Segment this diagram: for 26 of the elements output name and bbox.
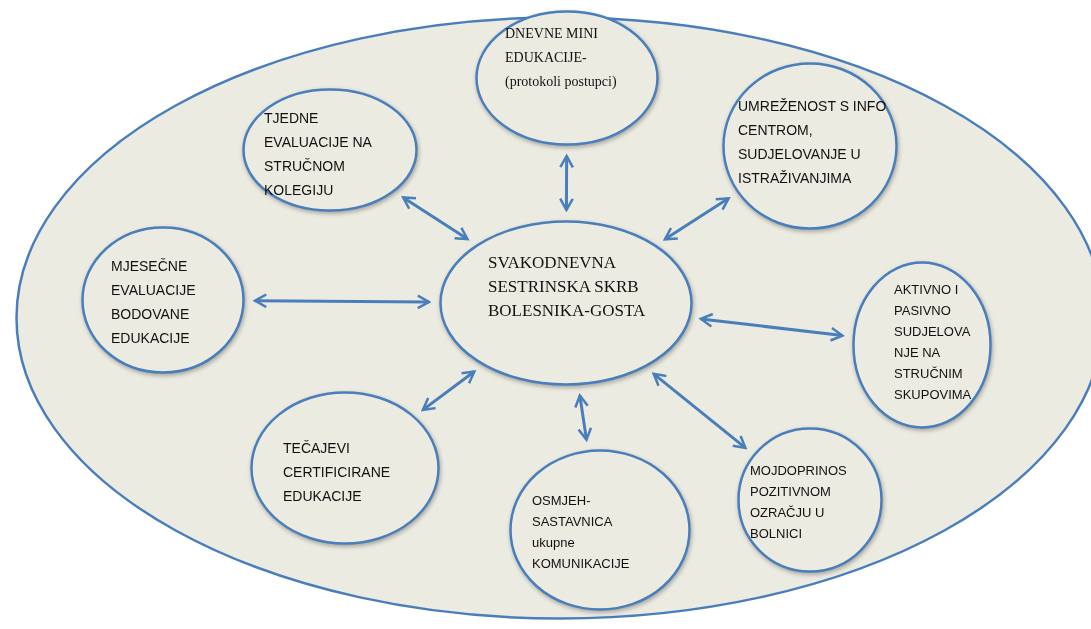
node-label: TEČAJEVI CERTIFICIRANE EDUKACIJE [283,439,392,506]
double-arrow [699,312,844,342]
double-arrow [421,370,476,412]
ellipse-node [439,220,693,386]
node-label: OSMJEH- SASTAVNICA ukupne KOMUNIKACIJE [532,492,631,573]
double-arrow [253,293,431,310]
node-label: AKTIVNO I PASIVNO SUDJELOVA NJE NA STRUČNIM SKUPOVIMA [894,281,973,404]
node-label: MJESEČNE EVALUACIJE BODOVANE EDUKACIJE [111,257,197,348]
node-label: SVAKODNEVNA SESTRINSKA SKRB BOLESNIKA-GOSTA [488,252,647,322]
double-arrow [652,372,747,450]
ellipse-node [737,427,883,573]
ellipse-node [475,10,659,146]
ellipse-node [81,226,245,374]
double-arrow [663,197,730,241]
double-arrow [401,196,469,241]
double-arrow [574,394,593,442]
double-arrow [558,154,575,212]
node-label: TJEDNE EVALUACIJE NA STRUČNOM KOLEGIJU [264,109,373,200]
ellipse-node [250,391,440,545]
ellipse-node [722,62,898,230]
ellipse-node [509,449,691,611]
ellipse-node [242,88,418,212]
node-label: UMREŽENOST S INFO CENTROM, SUDJELOVANJE U ISTRAŽIVANJIMA [738,97,888,188]
node-label: DNEVNE MINI EDUKACIJE- (protokoli postupci) [505,25,618,91]
node-label: MOJDOPRINOS POZITIVNOM OZRAČJU U BOLNICI [750,462,848,543]
ellipse-node [852,261,992,429]
